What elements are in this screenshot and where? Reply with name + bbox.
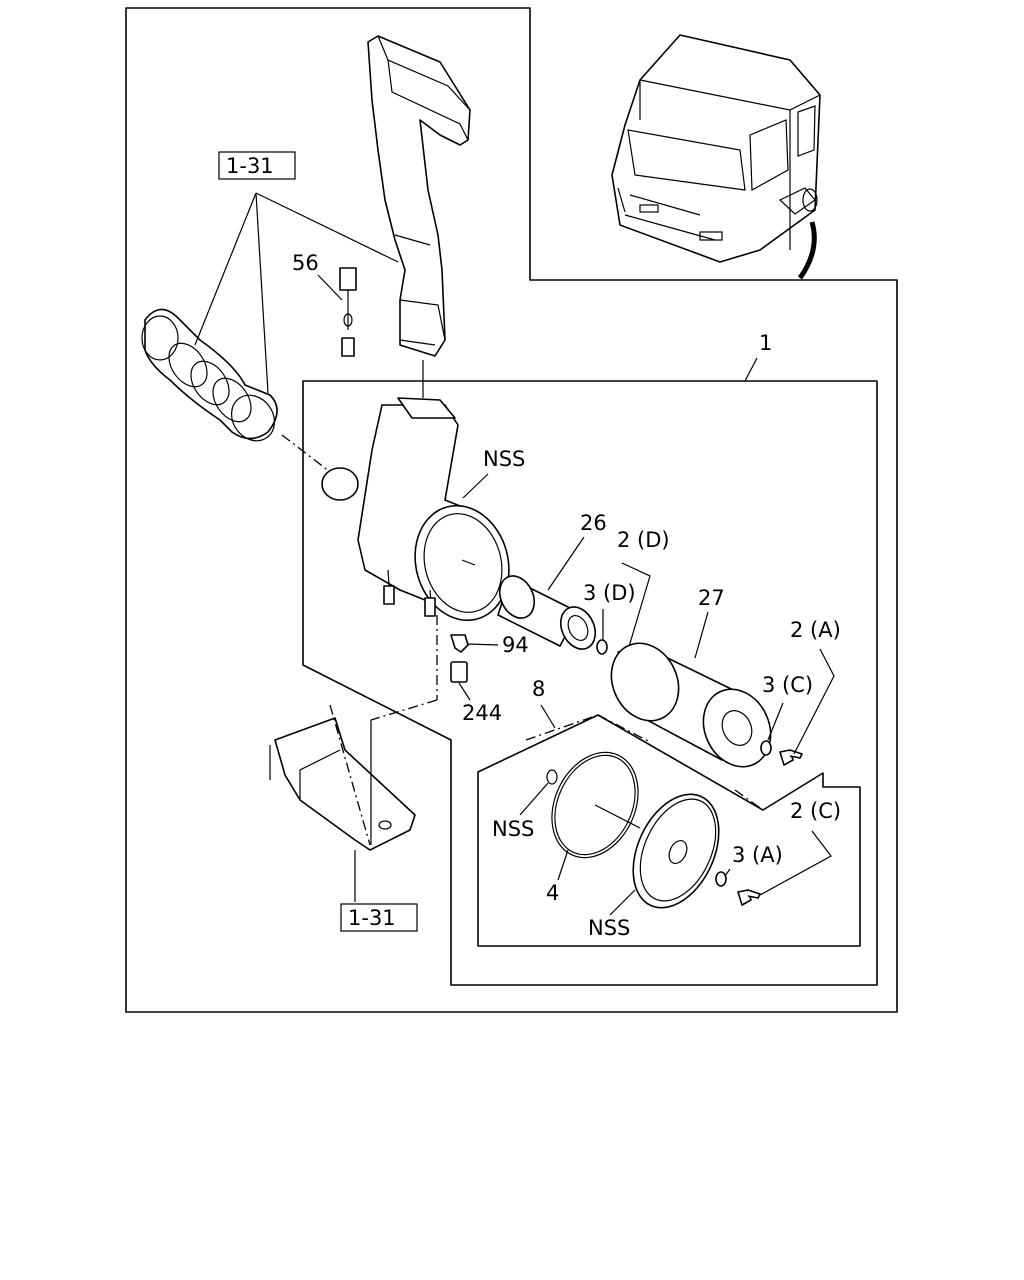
ref-label-top: 1-31	[226, 154, 274, 178]
washer-3d	[596, 639, 608, 655]
restriction-indicator	[339, 267, 357, 357]
washer-3a	[715, 871, 727, 887]
mounting-bracket	[269, 717, 416, 851]
part-label-8: 8	[532, 677, 545, 701]
cover-frame	[477, 714, 861, 947]
part-label-244: 244	[462, 701, 502, 725]
part-label-2d: 2 (D)	[617, 528, 670, 552]
gasket-ring	[551, 751, 639, 859]
vacuator-valve	[450, 634, 469, 683]
part-label-94: 94	[502, 633, 529, 657]
part-label-56: 56	[292, 251, 319, 275]
gasket-washer	[546, 769, 558, 785]
ref-label-bottom: 1-31	[348, 906, 396, 930]
part-label-3a: 3 (A)	[732, 843, 783, 867]
diagram-frame	[125, 7, 898, 1013]
part-label-4: 4	[546, 881, 559, 905]
part-label-3d: 3 (D)	[583, 581, 636, 605]
part-label-1: 1	[759, 331, 772, 355]
filter-cover	[632, 793, 720, 909]
washer-3c	[760, 740, 772, 756]
intake-hose	[141, 308, 278, 442]
inner-filter-element	[497, 575, 597, 650]
part-label-2a: 2 (A)	[790, 618, 841, 642]
truck-cab-inset	[611, 34, 821, 280]
part-label-nss-cover: NSS	[588, 916, 630, 940]
part-label-3c: 3 (C)	[762, 673, 813, 697]
outer-filter-element	[610, 642, 772, 768]
part-label-nss-gasket: NSS	[492, 817, 534, 841]
part-label-nss-housing: NSS	[483, 447, 525, 471]
part-label-26: 26	[580, 511, 607, 535]
part-label-27: 27	[698, 586, 725, 610]
air-cleaner-housing	[321, 397, 510, 622]
assembly-frame	[302, 380, 878, 986]
wing-bolt-2c	[737, 889, 761, 906]
ref-box-top	[218, 151, 296, 180]
ref-box-bottom	[340, 903, 418, 932]
intake-snorkel	[367, 35, 471, 357]
wing-bolt-2a	[779, 749, 803, 766]
part-label-2c: 2 (C)	[790, 799, 841, 823]
